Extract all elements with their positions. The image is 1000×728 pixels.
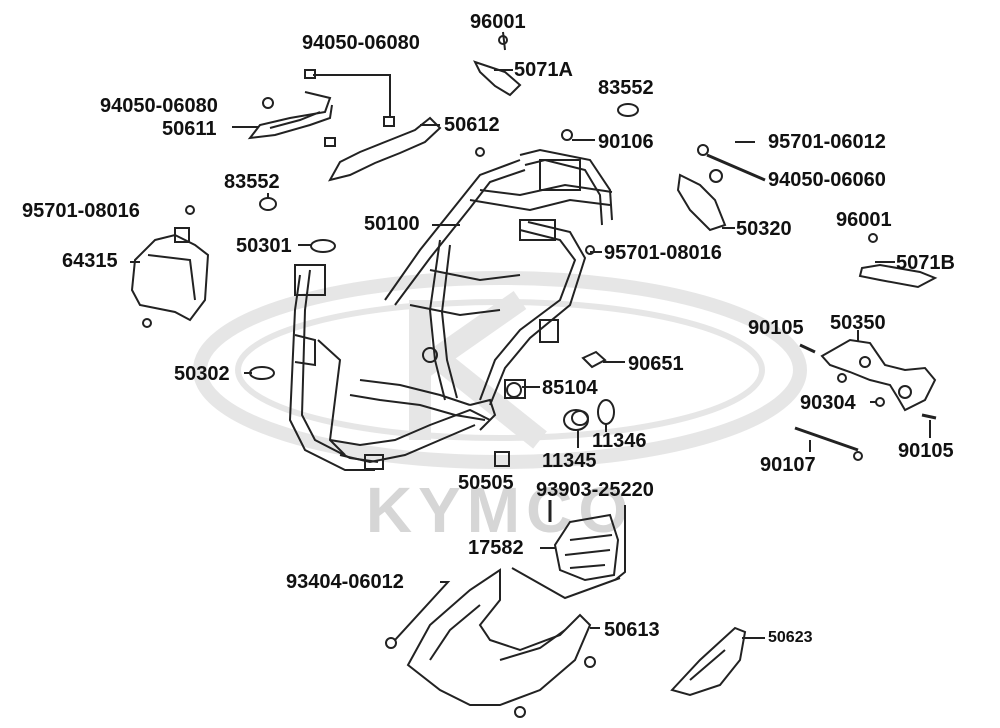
label-5071B: 5071B [896, 252, 955, 274]
grommet-50302 [249, 366, 275, 380]
bolt-frame-top [475, 147, 485, 157]
label-90105-bot: 90105 [898, 440, 954, 462]
label-96001a: 96001 [470, 11, 526, 33]
footrest-5071A [473, 31, 522, 97]
label-90105-top: 90105 [748, 317, 804, 339]
bolt-nut-group-right [697, 141, 755, 183]
bracket-50612 [324, 116, 442, 182]
bolt-96001b [868, 233, 878, 243]
nut-94050-06080-left [262, 97, 274, 109]
part-50505 [494, 451, 510, 467]
label-50613: 50613 [604, 619, 660, 641]
label-96001b: 96001 [836, 209, 892, 231]
watermark-text: KYMCO [366, 474, 634, 546]
cover-50613 [406, 568, 596, 718]
label-90304: 90304 [800, 392, 856, 414]
label-11346: 11346 [592, 430, 647, 452]
label-90107: 90107 [760, 454, 816, 476]
label-94050-06060: 94050-06060 [768, 169, 886, 191]
grommet-83552-left [259, 197, 277, 211]
carrier-64315 [130, 227, 210, 322]
label-50100: 50100 [364, 213, 420, 235]
label-50302: 50302 [174, 363, 230, 385]
leader-93903 [614, 505, 626, 581]
label-94050-06080-left: 94050-06080 [100, 95, 218, 117]
bolt-95701-08016-mid [585, 245, 595, 255]
bolt-90107 [794, 426, 859, 452]
label-93404-06012: 93404-06012 [286, 571, 404, 593]
label-17582: 17582 [468, 537, 524, 559]
label-50505: 50505 [458, 472, 514, 494]
bolt-95701-08016-left [185, 205, 195, 215]
label-11345: 11345 [542, 450, 597, 472]
watermark-logo [193, 271, 807, 469]
cap-11345 [563, 409, 589, 431]
screw-93404 [385, 637, 397, 649]
clamp-11346 [597, 399, 615, 425]
label-95701-08016-mid: 95701-08016 [604, 242, 722, 264]
label-50301: 50301 [236, 235, 292, 257]
leader-94050-06060 [706, 153, 766, 182]
label-64315: 64315 [62, 250, 118, 272]
label-95701-06012: 95701-06012 [768, 131, 886, 153]
label-50350: 50350 [830, 312, 886, 334]
shield-17582 [553, 513, 620, 582]
bracket-50611 [247, 69, 333, 140]
nut-90107 [853, 451, 863, 461]
grommet-50301 [310, 239, 336, 253]
nut-90304b [837, 373, 847, 383]
label-50623: 50623 [768, 629, 813, 646]
clip-90651 [581, 350, 607, 369]
leader-93404 [394, 581, 451, 641]
label-90106: 90106 [598, 131, 654, 153]
label-50612: 50612 [444, 114, 500, 136]
label-95701-08016-left: 95701-08016 [22, 200, 140, 222]
label-94050-06080-top: 94050-06080 [302, 32, 420, 54]
bracket-50320 [676, 173, 727, 232]
part-85104 [506, 382, 522, 398]
arm-50350 [820, 338, 937, 412]
label-93903-25220: 93903-25220 [536, 479, 654, 501]
grommet-83552-top [617, 103, 639, 117]
leader-94050-06080-top [313, 74, 391, 116]
bolt-64315 [142, 318, 152, 328]
leader-shield-links [511, 567, 621, 600]
nut-90304 [875, 397, 885, 407]
bolt-90105-bot [921, 413, 937, 420]
bolt-90105-top [799, 343, 816, 354]
label-83552-left: 83552 [224, 171, 280, 193]
main-frame [288, 148, 613, 471]
label-50320: 50320 [736, 218, 792, 240]
footrest-5071B [858, 263, 938, 289]
label-90651: 90651 [628, 353, 684, 375]
label-50611: 50611 [162, 118, 217, 140]
label-5071A: 5071A [514, 59, 573, 81]
label-85104: 85104 [542, 377, 598, 399]
bolt-90106 [561, 129, 573, 141]
panel-50623 [670, 626, 747, 697]
label-83552-top: 83552 [598, 77, 654, 99]
